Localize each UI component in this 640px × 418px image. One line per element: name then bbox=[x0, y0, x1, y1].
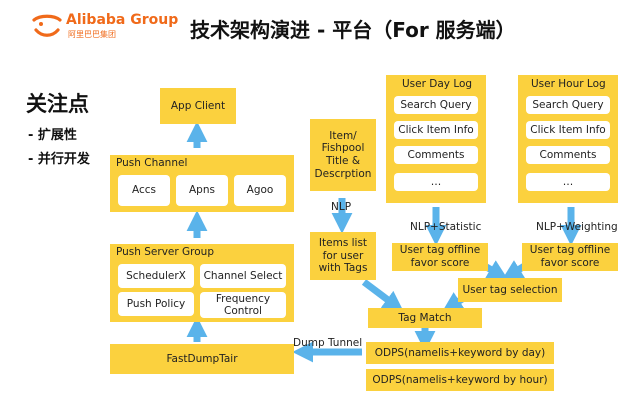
item-info-node: Item/ Fishpool Title & Descrption bbox=[310, 119, 376, 191]
agoo-node: Agoo bbox=[234, 175, 286, 206]
nlp-statistic-label: NLP+Statistic bbox=[410, 221, 482, 233]
user-hour-log-label: User Hour Log bbox=[531, 78, 606, 90]
items-list-node: Items list for user with Tags bbox=[310, 232, 376, 280]
tag-selection-label: User tag selection bbox=[462, 283, 558, 296]
nlp-label: NLP bbox=[331, 201, 352, 213]
tag-selection-node: User tag selection bbox=[458, 278, 562, 302]
odps-hour-label: ODPS(namelis+keyword by hour) bbox=[372, 373, 548, 386]
accs-node: Accs bbox=[118, 175, 170, 206]
frequency-control-node: Frequency Control bbox=[200, 292, 286, 318]
hour-comments-node: Comments bbox=[526, 146, 610, 164]
focus-heading: 关注点 bbox=[26, 92, 89, 116]
odps-day-node: ODPS(namelis+keyword by day) bbox=[366, 342, 554, 364]
tag-offline-score-label-1: User tag offline favor score bbox=[399, 244, 481, 269]
apns-node: Apns bbox=[176, 175, 228, 206]
push-server-group: Push Server Group SchedulerX Channel Sel… bbox=[110, 244, 294, 322]
focus-point-extensibility: - 扩展性 bbox=[28, 128, 77, 143]
hour-more-node: … bbox=[526, 173, 610, 191]
logo-subtitle: 阿里巴巴集团 bbox=[68, 30, 116, 39]
items-list-label: Items list for user with Tags bbox=[318, 237, 368, 275]
push-policy-node: Push Policy bbox=[118, 292, 194, 316]
channel-select-node: Channel Select bbox=[200, 264, 286, 288]
tag-offline-score-node-2: User tag offline favor score bbox=[522, 243, 618, 271]
day-search-query-node: Search Query bbox=[394, 96, 478, 114]
alibaba-smile-icon bbox=[32, 14, 62, 37]
nlp-weighting-label: NLP+Weighting bbox=[536, 221, 618, 233]
odps-day-label: ODPS(namelis+keyword by day) bbox=[374, 346, 546, 359]
fast-dump-tair-label: FastDumpTair bbox=[166, 352, 238, 365]
hour-click-item-info-node: Click Item Info bbox=[526, 121, 610, 139]
user-hour-log-group: User Hour Log Search Query Click Item In… bbox=[518, 75, 618, 203]
push-server-group-label: Push Server Group bbox=[116, 246, 215, 258]
app-client-node: App Client bbox=[160, 88, 236, 124]
logo-brand: Alibaba Group bbox=[66, 12, 179, 28]
push-channel-label: Push Channel bbox=[116, 157, 188, 169]
day-more-node: … bbox=[394, 173, 478, 191]
tag-offline-score-label-2: User tag offline favor score bbox=[529, 244, 611, 269]
day-comments-node: Comments bbox=[394, 146, 478, 164]
app-client-label: App Client bbox=[170, 99, 226, 112]
fast-dump-tair-node: FastDumpTair bbox=[110, 344, 294, 374]
page-title: 技术架构演进 - 平台（For 服务端） bbox=[190, 18, 516, 42]
tag-match-node: Tag Match bbox=[368, 308, 482, 328]
tag-offline-score-node-1: User tag offline favor score bbox=[392, 243, 488, 271]
arrow-items-list-to-tag-match bbox=[361, 279, 404, 312]
alibaba-logo: Alibaba Group 阿里巴巴集团 bbox=[30, 12, 190, 42]
user-day-log-label: User Day Log bbox=[402, 78, 473, 90]
user-day-log-group: User Day Log Search Query Click Item Inf… bbox=[386, 75, 486, 203]
dump-tunnel-label: Dump Tunnel bbox=[293, 337, 363, 349]
day-click-item-info-node: Click Item Info bbox=[394, 121, 478, 139]
odps-hour-node: ODPS(namelis+keyword by hour) bbox=[366, 369, 554, 391]
focus-point-parallel: - 并行开发 bbox=[28, 152, 90, 167]
hour-search-query-node: Search Query bbox=[526, 96, 610, 114]
item-info-label: Item/ Fishpool Title & Descrption bbox=[314, 129, 372, 180]
tag-match-label: Tag Match bbox=[398, 311, 452, 324]
schedulerx-node: SchedulerX bbox=[118, 264, 194, 288]
push-channel-group: Push Channel Accs Apns Agoo bbox=[110, 155, 294, 212]
